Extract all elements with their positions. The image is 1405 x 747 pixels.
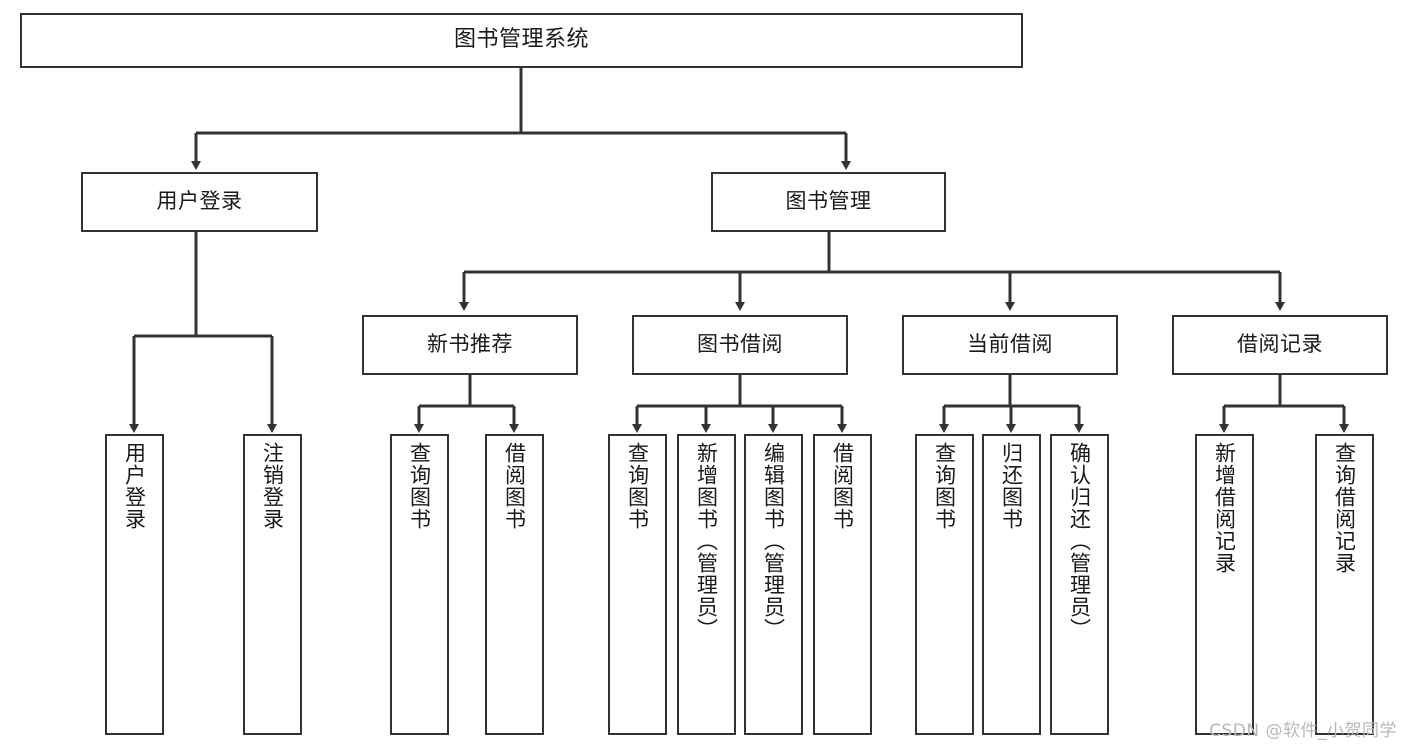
node-leaf-query-book-1[interactable]: 查询图书 [390, 434, 449, 735]
node-root-system[interactable]: 图书管理系统 [20, 13, 1023, 68]
node-leaf-query-book-2[interactable]: 查询图书 [608, 434, 667, 735]
node-label: 编辑图书（管理员） [761, 442, 786, 640]
node-label: 查询图书 [407, 442, 432, 530]
node-label: 新增图书（管理员） [694, 442, 719, 640]
node-label: 当前借阅 [967, 332, 1053, 357]
node-leaf-query-record[interactable]: 查询借阅记录 [1315, 434, 1374, 735]
node-leaf-edit-book[interactable]: 编辑图书（管理员） [744, 434, 803, 735]
node-label: 新书推荐 [427, 332, 513, 357]
node-new-book-recommend[interactable]: 新书推荐 [362, 315, 578, 375]
node-label: 借阅图书 [830, 442, 855, 530]
node-leaf-query-book-3[interactable]: 查询图书 [915, 434, 974, 735]
node-label: 用户登录 [122, 442, 147, 530]
node-label: 借阅图书 [502, 442, 527, 530]
node-leaf-add-book[interactable]: 新增图书（管理员） [677, 434, 736, 735]
node-leaf-add-record[interactable]: 新增借阅记录 [1195, 434, 1254, 735]
node-label: 图书管理系统 [453, 27, 589, 53]
node-user-login[interactable]: 用户登录 [81, 172, 318, 232]
watermark: CSDN @软件_小贺同学 [1209, 721, 1397, 741]
node-leaf-borrow-book-1[interactable]: 借阅图书 [485, 434, 544, 735]
node-leaf-logout-login[interactable]: 注销登录 [243, 434, 302, 735]
node-label: 图书借阅 [697, 332, 783, 357]
node-label: 注销登录 [260, 442, 285, 530]
node-label: 用户登录 [156, 189, 243, 214]
node-label: 借阅记录 [1237, 332, 1323, 357]
node-book-borrow[interactable]: 图书借阅 [632, 315, 848, 375]
node-current-borrow[interactable]: 当前借阅 [902, 315, 1118, 375]
node-leaf-return-book[interactable]: 归还图书 [982, 434, 1041, 735]
node-leaf-borrow-book-2[interactable]: 借阅图书 [813, 434, 872, 735]
node-label: 图书管理 [785, 189, 872, 214]
node-leaf-confirm-return[interactable]: 确认归还（管理员） [1050, 434, 1109, 735]
node-label: 查询图书 [932, 442, 957, 530]
node-borrow-record[interactable]: 借阅记录 [1172, 315, 1388, 375]
node-leaf-user-login[interactable]: 用户登录 [105, 434, 164, 735]
node-book-manage[interactable]: 图书管理 [711, 172, 946, 232]
node-label: 新增借阅记录 [1212, 442, 1237, 574]
node-label: 确认归还（管理员） [1067, 442, 1092, 640]
node-label: 查询图书 [625, 442, 650, 530]
node-label: 查询借阅记录 [1332, 442, 1357, 574]
node-label: 归还图书 [999, 442, 1024, 530]
